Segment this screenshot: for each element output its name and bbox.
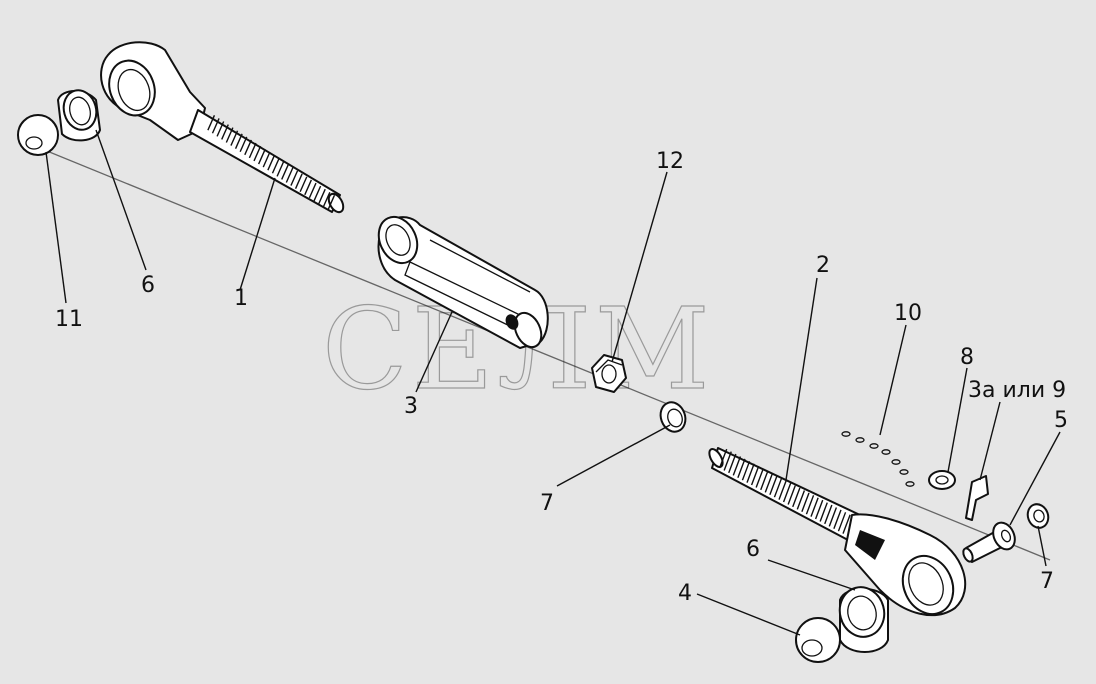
pin-5 (962, 521, 1016, 563)
hex-nut-12 (591, 354, 627, 393)
leader-12 (611, 171, 668, 363)
leader-6-lower (767, 559, 856, 591)
washer-7-center (659, 401, 687, 433)
leader-11 (45, 151, 67, 304)
washer-7-right (1026, 503, 1050, 529)
leader-lines (45, 129, 1061, 636)
callout-7-right: 7 (1040, 569, 1054, 594)
ball-4 (795, 617, 841, 663)
callout-12: 12 (656, 149, 684, 174)
callout-4: 4 (678, 581, 692, 606)
bushing-6-lower (838, 586, 889, 653)
callout-1: 1 (234, 286, 248, 311)
leader-5 (1009, 431, 1061, 526)
leader-7-center (556, 424, 671, 487)
callout-2: 2 (816, 253, 830, 278)
chain-10 (841, 431, 915, 487)
leader-10 (879, 324, 907, 436)
leader-2 (785, 277, 818, 481)
bushing-6-upper (57, 89, 101, 142)
callouts: 1 2 3 4 5 6 6 7 7 8 3а или 9 10 11 12 (55, 149, 1068, 606)
callout-3: 3 (404, 394, 418, 419)
callout-8: 8 (960, 345, 974, 370)
leader-3 (415, 311, 453, 393)
assembly-axis (19, 139, 1051, 561)
callout-7-center: 7 (540, 491, 554, 516)
callout-10: 10 (894, 301, 922, 326)
cotter-pin-9 (965, 475, 989, 521)
callout-6-upper: 6 (141, 273, 155, 298)
callout-5: 5 (1054, 408, 1068, 433)
leader-7-right (1037, 525, 1047, 567)
spring-washer-8 (928, 470, 956, 490)
leader-4 (696, 593, 801, 636)
callout-6-lower: 6 (746, 537, 760, 562)
turnbuckle-body-3 (377, 215, 549, 349)
leader-8 (947, 367, 968, 473)
callout-11: 11 (55, 307, 83, 332)
leader-9 (979, 401, 1001, 481)
leader-6-upper (95, 129, 147, 271)
leader-1 (239, 177, 276, 291)
rod-end-2 (708, 447, 967, 617)
ball-11 (17, 114, 59, 156)
callout-3a-or-9: 3а или 9 (968, 378, 1066, 403)
rod-end-1 (100, 41, 345, 214)
